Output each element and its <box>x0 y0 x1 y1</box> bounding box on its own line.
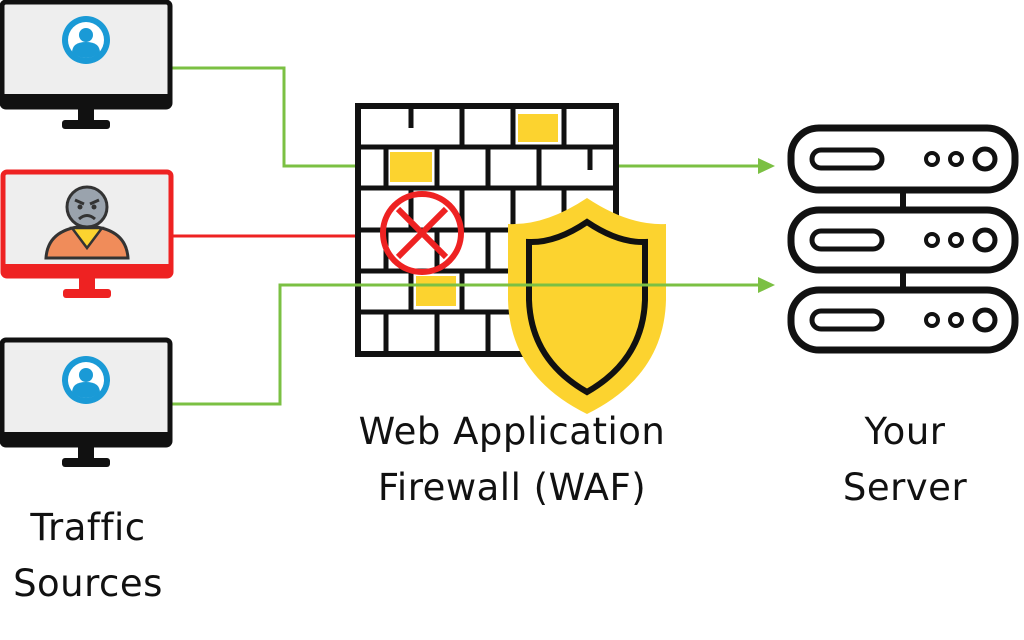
server-label: Your Server <box>790 404 1020 516</box>
server-label-line-2: Server <box>842 466 968 509</box>
server-unit-3 <box>787 286 1019 354</box>
traffic-sources-label-line-2: Sources <box>13 562 163 605</box>
server-label-line-1: Your <box>864 410 946 453</box>
traffic-source-user-1 <box>0 0 173 129</box>
user-icon <box>62 356 110 404</box>
shield-icon <box>508 198 666 414</box>
waf-label-line-1: Web Application <box>358 410 666 453</box>
server-unit-2 <box>787 206 1019 274</box>
server-unit-1 <box>787 124 1019 194</box>
waf-label-line-2: Firewall (WAF) <box>377 466 647 509</box>
blocked-icon <box>380 191 464 275</box>
user-icon <box>62 16 110 64</box>
traffic-source-attacker <box>0 169 174 298</box>
arrowhead-top <box>758 158 775 174</box>
traffic-sources-label: Traffic Sources <box>0 500 176 612</box>
arrowhead-bottom <box>758 277 775 293</box>
waf-label: Web Application Firewall (WAF) <box>310 404 714 516</box>
angry-attacker-icon <box>44 185 130 260</box>
server-rack-icon <box>787 124 1019 354</box>
traffic-source-user-2 <box>0 337 173 467</box>
traffic-sources-label-line-1: Traffic <box>30 506 146 549</box>
